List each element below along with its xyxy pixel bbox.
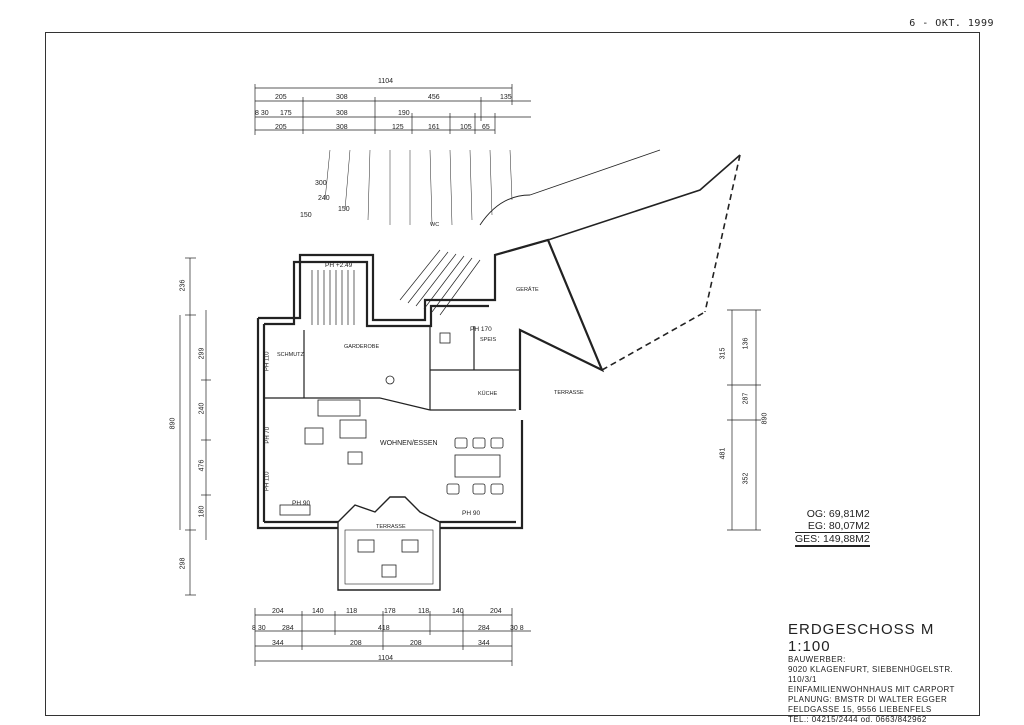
title-line-4: PLANUNG: BMSTR DI WALTER EGGER (788, 695, 948, 704)
dim-right-4: 287 (742, 392, 750, 405)
dim-top-r3-a: 205 (275, 124, 287, 131)
site-hatch (324, 149, 661, 226)
dim-top-r2-b: 175 (280, 110, 292, 117)
interior-walls (264, 326, 520, 411)
date-stamp: 6 - OKT. 1999 (909, 18, 994, 29)
dim-right-2: 890 (761, 412, 769, 425)
dim-top-r3-e: 105 (460, 124, 472, 131)
dim-top-r3-c: 125 (392, 124, 404, 131)
room-schmutz: SCHMUTZ (277, 352, 304, 358)
dim-top-total: 1104 (378, 78, 394, 85)
area-og: OG: 69,81M2 (806, 508, 870, 520)
dim-top-2: 308 (336, 94, 348, 101)
drawing-frame (45, 32, 980, 716)
level-110-b: PH 110 (264, 471, 271, 492)
dim-top-r3-b: 308 (336, 124, 348, 131)
dim-bot-r2-d: 284 (478, 625, 490, 632)
dim-bot-7: 204 (490, 608, 502, 615)
dim-bot-r2-b: 284 (282, 625, 294, 632)
room-wohnen-essen: WOHNEN/ESSEN (380, 440, 438, 447)
dim-top-r3-f: 65 (482, 124, 490, 131)
room-terrasse-right: TERRASSE (554, 390, 584, 396)
room-kueche: KÜCHE (478, 391, 498, 397)
title-line-6: TEL.: 04215/2444 od. 0663/842962 (788, 715, 927, 724)
furniture (279, 332, 504, 578)
dim-bot-r3-a: 344 (272, 640, 284, 647)
dim-bot-4: 178 (384, 608, 396, 615)
dim-top-r2-d: 190 (398, 110, 410, 117)
area-summary: OG: 69,81M2 EG: 80,07M2 GES: 149,88M2 (795, 508, 870, 547)
left-dimension-lines (179, 257, 211, 596)
staircase (311, 249, 481, 325)
title-line-5: FELDGASSE 15, 9556 LIEBENFELS (788, 705, 932, 714)
dim-bot-r3-d: 344 (478, 640, 490, 647)
right-dimension-lines (727, 309, 761, 531)
room-geraete: GERÄTE (516, 287, 539, 293)
dim-top-1: 205 (275, 94, 287, 101)
dim-right-3: 136 (742, 337, 750, 350)
dim-stair-1: 300 (315, 180, 327, 187)
dim-bot-r3-b: 208 (350, 640, 362, 647)
level-90-right: PH 90 (462, 510, 481, 517)
dim-stair-4: 150 (338, 206, 350, 213)
dim-bot-2: 140 (312, 608, 324, 615)
area-eg: EG: 80,07M2 (807, 520, 870, 532)
dim-stair-2: 240 (318, 195, 330, 202)
room-wc: WC (430, 222, 440, 228)
dim-right-5: 481 (719, 447, 727, 460)
dim-left-7: 180 (198, 505, 206, 518)
dim-left-2: 890 (169, 417, 177, 430)
title-line-1: BAUWERBER: (788, 655, 846, 664)
dim-top-r2-a: 8 30 (255, 110, 269, 117)
room-garderobe: GARDEROBE (344, 344, 380, 350)
level-90-left: PH 90 (292, 500, 311, 507)
dim-bot-3: 118 (346, 608, 358, 615)
dim-bot-r3-c: 208 (410, 640, 422, 647)
drawing-title: ERDGESCHOSS M 1:100 (788, 621, 935, 655)
dim-stair-3: 150 (300, 212, 312, 219)
dim-right-6: 352 (742, 472, 750, 485)
room-terrasse-bottom: TERRASSE (376, 524, 406, 530)
title-block: ERDGESCHOSS M 1:100 BAUWERBER: 9020 KLAG… (788, 621, 978, 725)
top-dimension-lines (254, 84, 531, 135)
dim-top-r3-d: 161 (428, 124, 440, 131)
title-line-2: 9020 KLAGENFURT, SIEBENHÜGELSTR. 110/3/1 (788, 665, 954, 684)
dim-top-3: 456 (428, 94, 440, 101)
title-line-3: EINFAMILIENWOHNHAUS MIT CARPORT (788, 685, 955, 694)
dim-bot-6: 140 (452, 608, 464, 615)
terrace-bay (337, 496, 441, 591)
level-110-a: PH 110 (264, 351, 271, 372)
area-total: GES: 149,88M2 (795, 532, 870, 547)
dim-left-5: 240 (198, 402, 206, 415)
bottom-dimension-lines (254, 608, 531, 666)
dim-top-r2-c: 308 (336, 110, 348, 117)
dim-top-4: 135 (500, 94, 512, 101)
dim-bot-r2-a: 8 30 (252, 625, 266, 632)
level-70: PH 70 (265, 426, 272, 444)
level-stair: PH +2.49 (325, 262, 353, 269)
dim-bot-total: 1104 (378, 655, 394, 662)
room-speis: SPEIS (480, 337, 497, 343)
dim-bot-r2-e: 30 8 (510, 625, 524, 632)
dim-bot-1: 204 (272, 608, 284, 615)
dim-bot-5: 118 (418, 608, 430, 615)
level-170: PH 170 (470, 326, 492, 333)
dim-left-4: 299 (198, 347, 206, 360)
dim-right-1: 315 (719, 347, 727, 360)
dim-bot-r2-c: 418 (378, 625, 390, 632)
carport-outline (494, 154, 741, 372)
dim-left-6: 476 (198, 459, 206, 472)
dim-left-1: 236 (179, 279, 187, 292)
dim-left-3: 298 (179, 557, 187, 570)
